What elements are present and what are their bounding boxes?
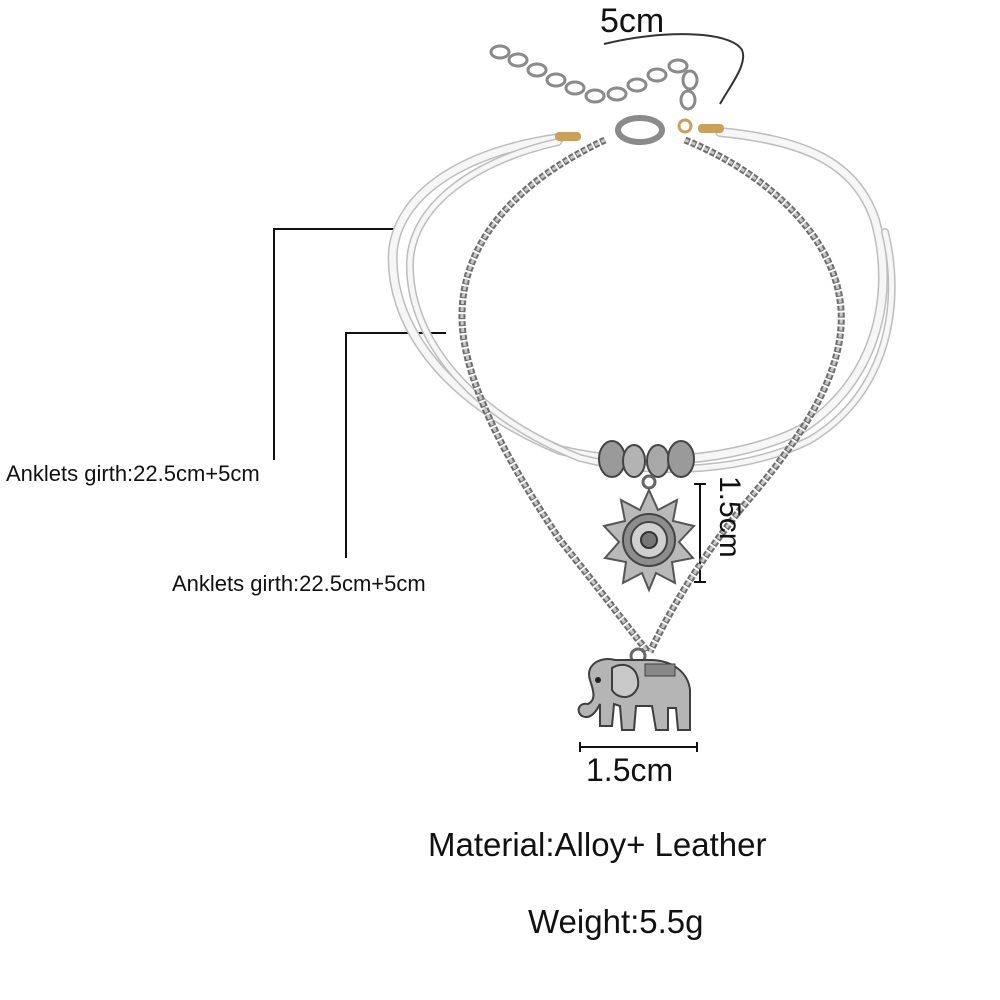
measure-arc-extension <box>603 33 745 105</box>
cord-beads <box>598 440 695 478</box>
girth-label-outer: Anklets girth:22.5cm+5cm <box>6 461 260 486</box>
measure-line-outer <box>273 228 398 460</box>
elephant-size-label: 1.5cm <box>586 752 674 788</box>
material-label: Material:Alloy+ Leather <box>428 826 767 863</box>
sun-charm <box>602 474 696 593</box>
girth-label-inner: Anklets girth:22.5cm+5cm <box>172 571 426 596</box>
cord-end-left <box>555 132 581 141</box>
cord-anklet <box>387 127 896 474</box>
weight-label: Weight:5.5g <box>528 903 704 940</box>
lobster-clasp <box>615 115 693 145</box>
elephant-charm <box>577 647 691 731</box>
sun-size-label: 1.5cm <box>713 476 746 558</box>
extension-label: 5cm <box>600 2 665 40</box>
extension-chain <box>489 44 699 111</box>
measure-bracket-elephant <box>579 742 698 752</box>
chain-anklet <box>458 136 845 655</box>
cord-end-right <box>698 124 724 133</box>
